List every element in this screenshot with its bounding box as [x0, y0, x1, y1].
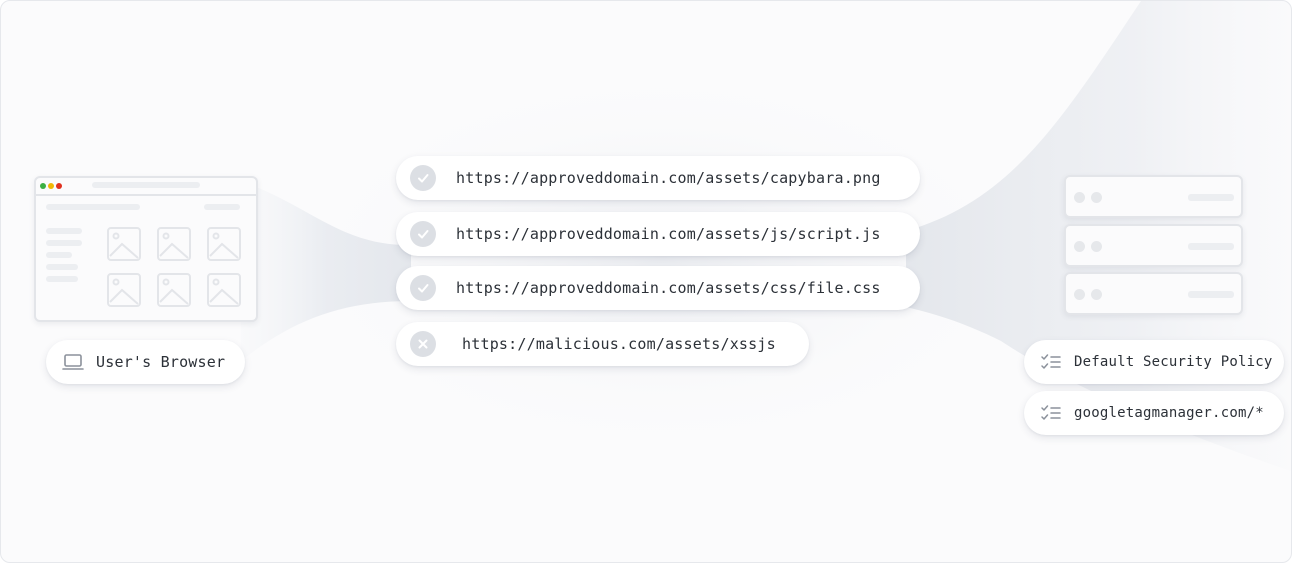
browser-title-bar: [36, 178, 256, 196]
policy-text: googletagmanager.com/*: [1074, 405, 1264, 421]
address-bar-placeholder: [92, 182, 200, 188]
laptop-icon: [62, 354, 84, 370]
users-browser-label: User's Browser: [46, 340, 245, 384]
policy-default-security: Default Security Policy: [1024, 340, 1284, 384]
server-unit-1: [1064, 175, 1243, 218]
x-icon: [410, 331, 436, 357]
check-icon: [410, 165, 436, 191]
check-icon: [410, 275, 436, 301]
request-url-allowed-1: https://approveddomain.com/assets/capyba…: [396, 156, 920, 200]
request-url-text: https://approveddomain.com/assets/css/fi…: [456, 279, 881, 297]
server-unit-3: [1064, 272, 1243, 315]
request-url-text: https://malicious.com/assets/xssjs: [462, 335, 776, 353]
window-dot-red: [56, 183, 62, 189]
window-dot-yellow: [48, 183, 54, 189]
request-url-allowed-3: https://approveddomain.com/assets/css/fi…: [396, 266, 920, 310]
request-url-text: https://approveddomain.com/assets/capyba…: [456, 169, 881, 187]
users-browser-text: User's Browser: [96, 353, 226, 371]
check-icon: [410, 221, 436, 247]
window-dot-green: [40, 183, 46, 189]
checklist-icon: [1041, 354, 1061, 369]
server-unit-2: [1064, 224, 1243, 267]
browser-window-illustration: [34, 176, 258, 322]
browser-content-placeholder: [46, 204, 241, 307]
checklist-icon: [1041, 405, 1061, 420]
policy-googletagmanager: googletagmanager.com/*: [1024, 391, 1284, 435]
policy-text: Default Security Policy: [1074, 354, 1273, 370]
request-url-allowed-2: https://approveddomain.com/assets/js/scr…: [396, 212, 920, 256]
request-url-blocked: https://malicious.com/assets/xssjs: [396, 322, 809, 366]
request-url-text: https://approveddomain.com/assets/js/scr…: [456, 225, 881, 243]
flow-left: [241, 181, 411, 361]
